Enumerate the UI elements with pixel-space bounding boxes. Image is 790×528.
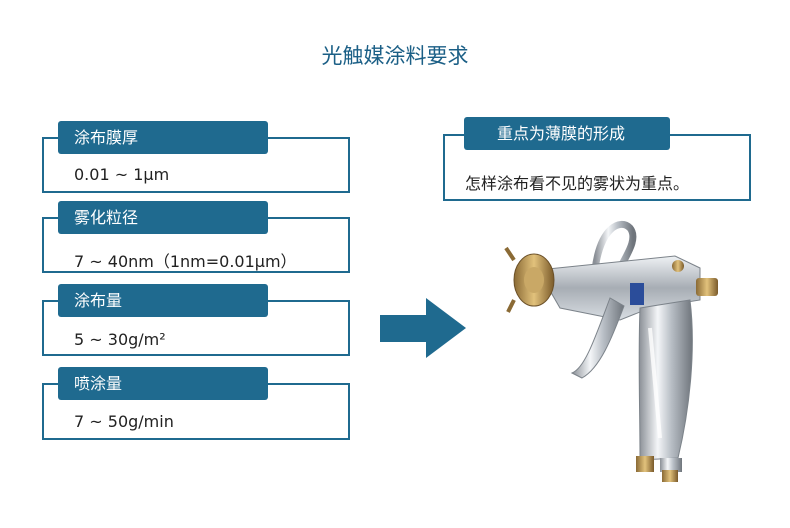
focus-text: 怎样涂布看不见的雾状为重点。	[465, 174, 690, 193]
spec-label: 涂布膜厚	[58, 121, 268, 154]
spec-label: 喷涂量	[58, 367, 268, 400]
right-arrow-icon	[380, 298, 466, 358]
spec-value: 0.01 ~ 1μm	[74, 165, 170, 184]
spec-value: 7 ~ 50g/min	[74, 412, 174, 431]
spec-label: 涂布量	[58, 284, 268, 317]
spec-label: 雾化粒径	[58, 201, 268, 234]
spec-value: 5 ~ 30g/m²	[74, 330, 166, 349]
spec-value: 7 ~ 40nm（1nm=0.01μm）	[74, 252, 297, 271]
page-title: 光触媒涂料要求	[321, 44, 469, 68]
spray-gun-image	[504, 220, 718, 482]
focus-label: 重点为薄膜的形成	[464, 117, 670, 150]
